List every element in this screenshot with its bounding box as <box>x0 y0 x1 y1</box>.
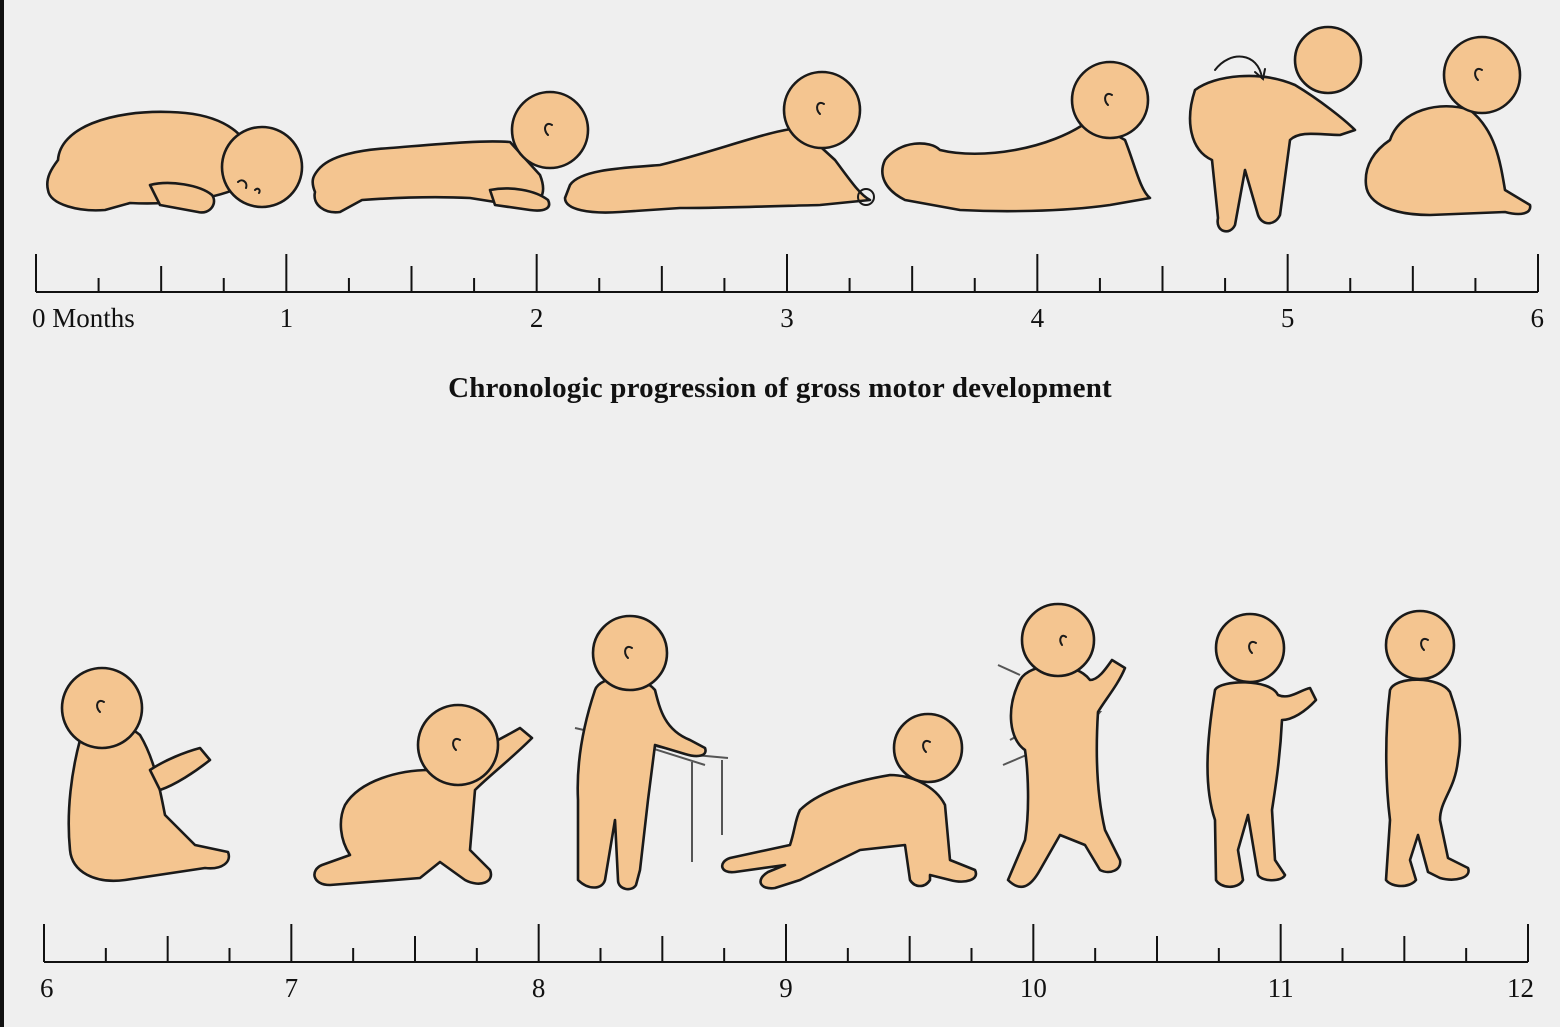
tick-label: 0 Months <box>32 303 135 333</box>
tick-label: 10 <box>1020 973 1047 1003</box>
figure-stands-alone <box>1208 614 1317 887</box>
tick-label: 7 <box>285 973 299 1003</box>
timeline-0-6-months: 0 Months 1 2 3 4 5 6 <box>32 254 1544 333</box>
diagram-title: Chronologic progression of gross motor d… <box>0 372 1560 405</box>
figure-sits-with-support <box>1366 37 1530 215</box>
figure-chest-up-on-forearms <box>565 72 874 212</box>
timeline-6-12-months: 6 7 8 9 10 11 12 <box>40 924 1534 1003</box>
tick-label: 4 <box>1031 303 1045 333</box>
tick-label: 6 <box>40 973 54 1003</box>
tick-label: 6 <box>1531 303 1545 333</box>
tick-label: 3 <box>780 303 794 333</box>
figure-prone-arms-extended <box>882 62 1150 211</box>
figure-pulls-to-stand-furniture <box>575 616 728 889</box>
tick-label: 1 <box>280 303 294 333</box>
figure-sits-alone <box>62 668 229 881</box>
figure-rolls-over <box>1190 27 1361 231</box>
tick-label: 11 <box>1268 973 1294 1003</box>
figure-crawls-reaching <box>314 705 532 885</box>
figure-walks-alone <box>1386 611 1469 886</box>
tick-label: 9 <box>779 973 793 1003</box>
figure-creeps-on-hands-knees <box>722 714 976 888</box>
tick-label: 12 <box>1507 973 1534 1003</box>
tick-label: 8 <box>532 973 546 1003</box>
figure-newborn-flexed-prone <box>47 112 302 213</box>
figure-cruising-walks-with-support <box>998 604 1125 887</box>
figure-lifts-head-briefly <box>313 92 588 212</box>
tick-label: 2 <box>530 303 544 333</box>
tick-label: 5 <box>1281 303 1295 333</box>
